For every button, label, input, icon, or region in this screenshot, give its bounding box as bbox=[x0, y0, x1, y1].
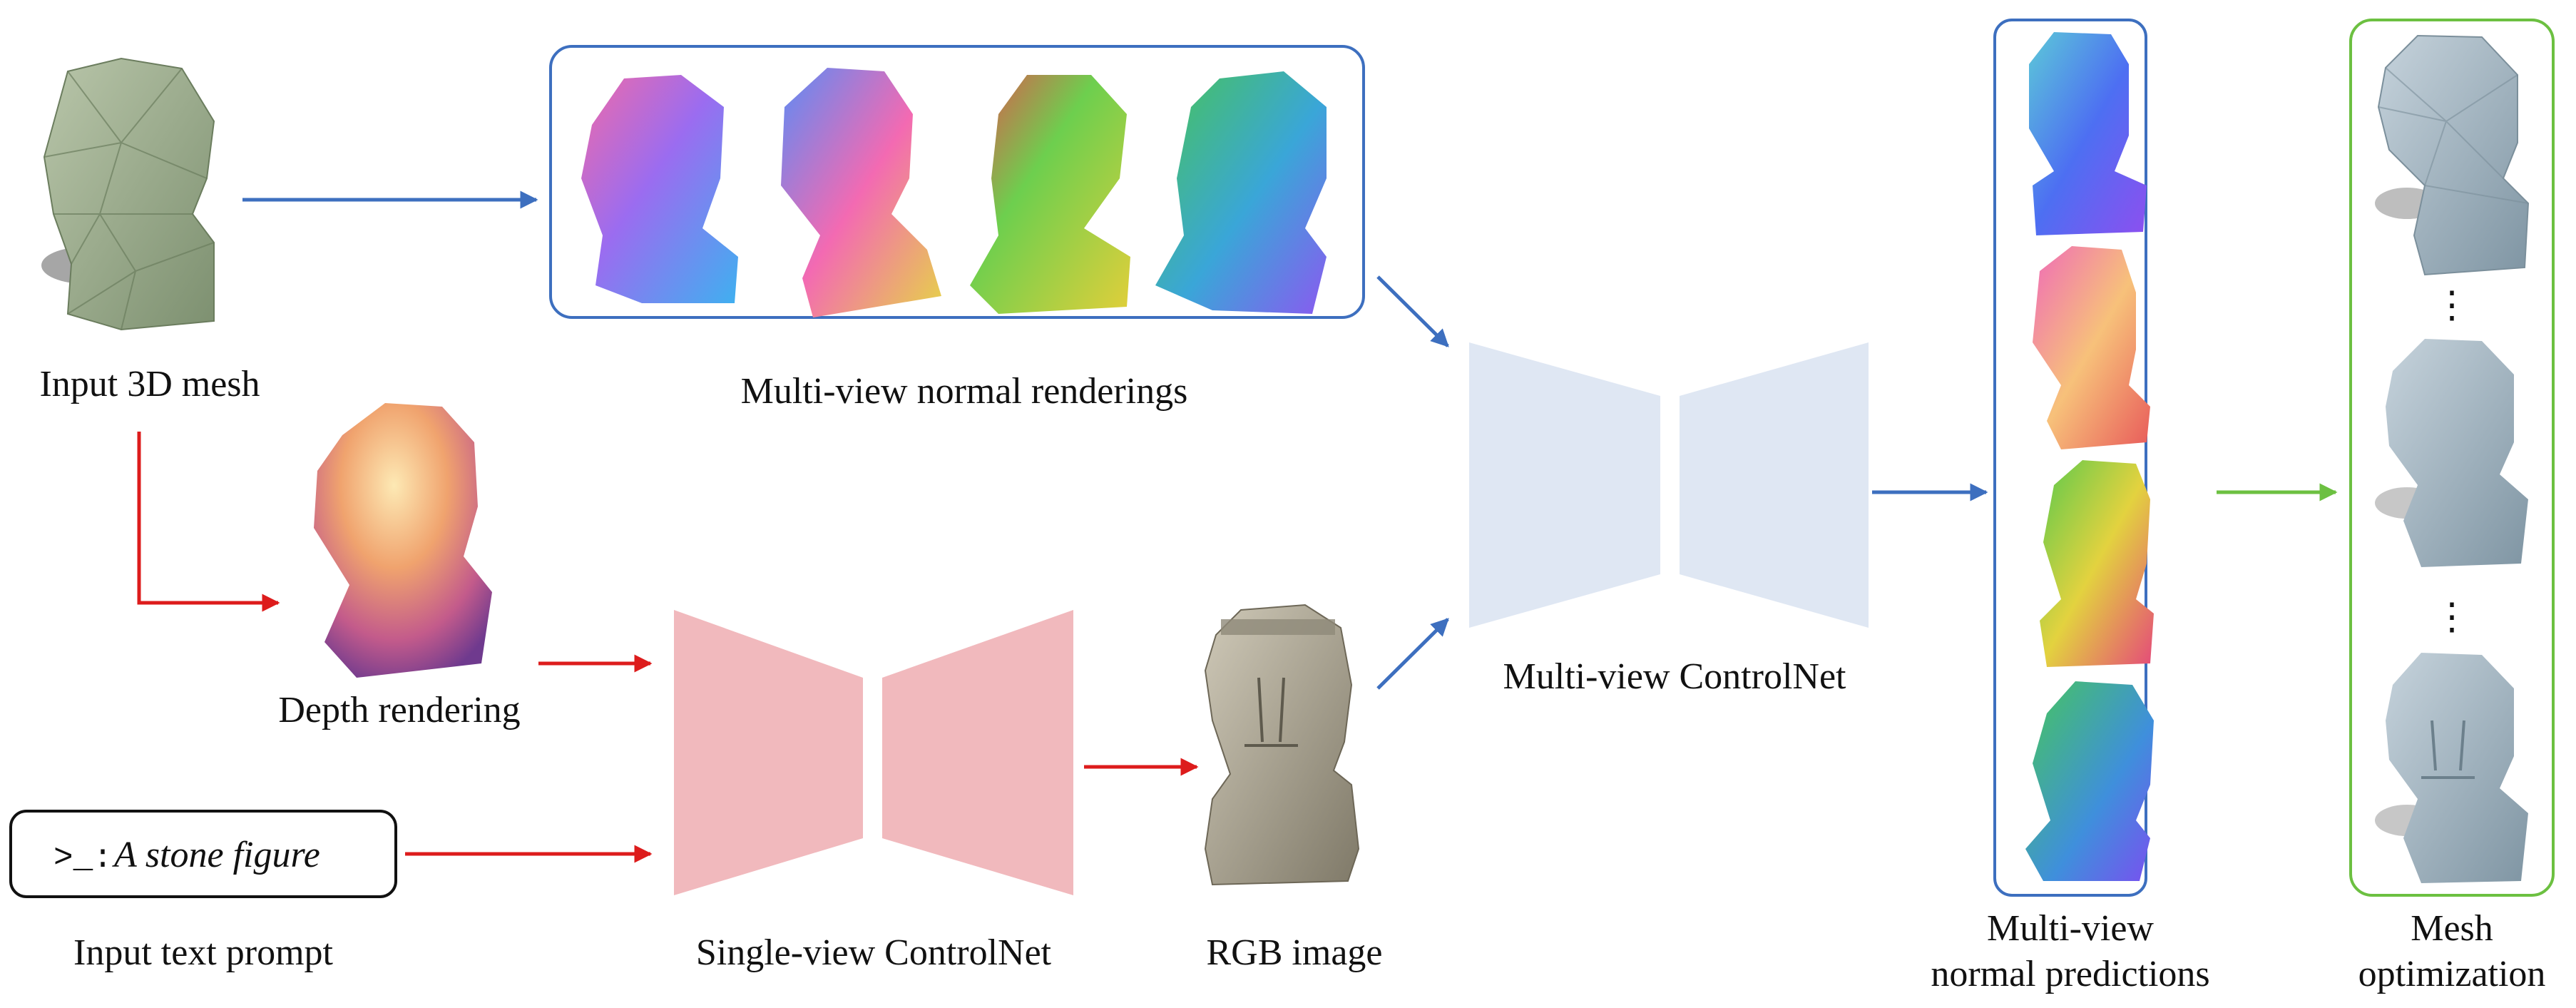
rgb-image-label: RGB image bbox=[1207, 932, 1383, 973]
predictions-label-line1: Multi-view bbox=[1987, 908, 2154, 949]
depth-rendering-label: Depth rendering bbox=[278, 690, 520, 730]
mesh-opt-label-line1: Mesh bbox=[2411, 908, 2493, 949]
text-prompt-box[interactable] bbox=[9, 810, 397, 898]
arrow-mesh-to-depth bbox=[137, 432, 280, 612]
arrow-normals-to-multiview-net bbox=[1376, 275, 1449, 347]
normal-prediction-view-3 bbox=[2040, 460, 2154, 667]
depth-rendering-image bbox=[314, 403, 492, 678]
mesh-opt-label-line2: optimization bbox=[2358, 954, 2546, 994]
normal-rendering-view-1 bbox=[581, 75, 738, 303]
normal-prediction-view-2 bbox=[2033, 246, 2150, 449]
prompt-text: A stone figure bbox=[112, 835, 320, 875]
ellipsis-1: ⋮ bbox=[2433, 285, 2470, 326]
ellipsis-2: ⋮ bbox=[2433, 597, 2470, 638]
mesh-optimization-frame bbox=[2349, 19, 2555, 897]
multi-view-controlnet-shape bbox=[1469, 342, 1869, 628]
single-view-controlnet-shape bbox=[674, 610, 1073, 895]
single-view-controlnet-label: Single-view ControlNet bbox=[696, 932, 1052, 973]
normal-rendering-view-3 bbox=[970, 75, 1130, 314]
normal-rendering-view-2 bbox=[781, 68, 941, 317]
normal-predictions-frame bbox=[1993, 19, 2147, 897]
predictions-label-line2: normal predictions bbox=[1931, 954, 2209, 994]
prompt-prefix: >_: bbox=[53, 840, 113, 877]
input-text-prompt-label: Input text prompt bbox=[73, 932, 334, 973]
input-mesh-image bbox=[41, 57, 215, 331]
normal-prediction-view-4 bbox=[2025, 681, 2154, 881]
normal-renderings-label: Multi-view normal renderings bbox=[741, 371, 1188, 412]
input-mesh-label: Input 3D mesh bbox=[39, 364, 260, 404]
optimized-mesh-step-1 bbox=[2375, 34, 2530, 276]
optimized-mesh-step-2 bbox=[2375, 339, 2528, 567]
optimized-mesh-step-3 bbox=[2375, 653, 2528, 883]
normal-prediction-view-1 bbox=[2029, 32, 2147, 235]
arrow-rgb-to-multiview-net bbox=[1376, 618, 1449, 690]
rgb-image bbox=[1204, 604, 1360, 886]
normal-renderings-frame bbox=[549, 45, 1365, 319]
normal-rendering-view-4 bbox=[1155, 71, 1327, 314]
multi-view-controlnet-label: Multi-view ControlNet bbox=[1503, 656, 1847, 697]
